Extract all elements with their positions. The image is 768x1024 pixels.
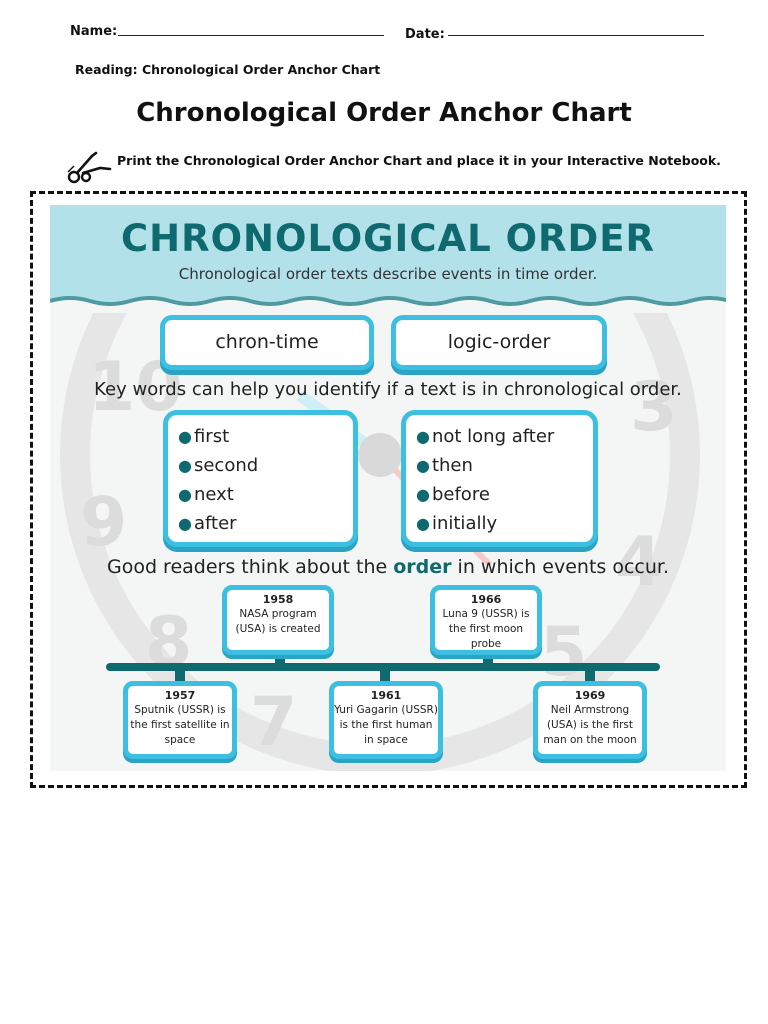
clock-number: 7 xyxy=(250,683,297,762)
keyword-text: initially xyxy=(431,513,498,534)
clock-number: 5 xyxy=(540,613,587,692)
list-item: ●second xyxy=(178,455,259,476)
cut-out-frame xyxy=(30,191,747,788)
timeline-event-1966: 1966 Luna 9 (USSR) is the first moon pro… xyxy=(430,585,542,655)
keyword-text: after xyxy=(193,513,237,534)
clock-number: 9 xyxy=(80,483,127,562)
readers-line: Good readers think about the order in wh… xyxy=(50,556,726,578)
event-year: 1969 xyxy=(574,689,606,702)
list-item: ●initially xyxy=(416,513,498,534)
instruction-text: Print the Chronological Order Anchor Cha… xyxy=(117,153,721,168)
page-title: Chronological Order Anchor Chart xyxy=(136,98,632,128)
chart-subtitle: Chronological order texts describe event… xyxy=(178,265,598,283)
timeline-tick xyxy=(275,655,285,665)
event-text: Yuri Gagarin (USSR) is the first human i… xyxy=(334,704,438,746)
timeline-tick xyxy=(483,655,493,665)
name-line xyxy=(118,35,384,36)
word-part-chron: chron-time xyxy=(160,315,374,370)
clock-number: 4 xyxy=(615,523,662,602)
list-item: ●then xyxy=(416,455,473,476)
timeline-tick xyxy=(380,671,390,681)
keyword-text: first xyxy=(193,426,230,447)
timeline-event-1969: 1969 Neil Armstrong (USA) is the first m… xyxy=(533,681,647,759)
keyword-text: before xyxy=(431,484,490,505)
timeline-event-1961: 1961 Yuri Gagarin (USSR) is the first hu… xyxy=(329,681,443,759)
event-year: 1957 xyxy=(164,689,196,702)
keywords-intro: Key words can help you identify if a tex… xyxy=(94,379,682,400)
readers-line-start: Good readers think about the xyxy=(106,556,394,578)
keyword-text: then xyxy=(431,455,473,476)
timeline-tick xyxy=(175,671,185,681)
keyword-text: not long after xyxy=(431,426,555,447)
clock-center xyxy=(358,433,402,477)
scissors-icon xyxy=(67,151,112,184)
timeline-event-1957: 1957 Sputnik (USSR) is the first satelli… xyxy=(123,681,237,759)
keywords-left-box: ●first ●second ●next ●after xyxy=(163,410,358,547)
event-text: NASA program (USA) is created xyxy=(235,608,321,635)
event-text: Neil Armstrong (USA) is the first man on… xyxy=(543,704,637,746)
clock-number: 3 xyxy=(630,368,677,447)
reading-label: Reading: Chronological Order Anchor Char… xyxy=(75,62,381,77)
list-item: ●not long after xyxy=(416,426,555,447)
word-part-label: logic-order xyxy=(447,331,551,353)
wave-divider xyxy=(50,296,726,313)
timeline-event-1958: 1958 NASA program (USA) is created xyxy=(222,585,334,655)
word-part-logic: logic-order xyxy=(391,315,607,370)
chart-title: CHRONOLOGICAL ORDER xyxy=(120,217,655,260)
readers-line-accent: order xyxy=(393,556,452,578)
event-text: Sputnik (USSR) is the first satellite in… xyxy=(130,704,230,746)
timeline-bar xyxy=(106,663,660,671)
keywords-right-box: ●not long after ●then ●before ●initially xyxy=(401,410,598,547)
timeline-tick xyxy=(585,671,595,681)
event-text: Luna 9 (USSR) is the first moon probe xyxy=(442,608,530,650)
anchor-chart: 10 3 9 4 8 5 7 CHRONOLOGICAL ORDER Chron… xyxy=(50,205,726,771)
list-item: ●first xyxy=(178,426,230,447)
event-year: 1961 xyxy=(370,689,402,702)
list-item: ●next xyxy=(178,484,234,505)
list-item: ●after xyxy=(178,513,237,534)
date-line xyxy=(448,35,704,36)
word-part-label: chron-time xyxy=(215,331,319,353)
chart-header: CHRONOLOGICAL ORDER Chronological order … xyxy=(50,205,726,303)
keyword-text: next xyxy=(193,484,234,505)
event-year: 1966 xyxy=(470,593,502,606)
event-year: 1958 xyxy=(262,593,294,606)
readers-line-end: in which events occur. xyxy=(451,556,670,578)
date-label: Date: xyxy=(405,27,445,42)
list-item: ●before xyxy=(416,484,490,505)
name-label: Name: xyxy=(70,24,118,39)
keyword-text: second xyxy=(193,455,259,476)
